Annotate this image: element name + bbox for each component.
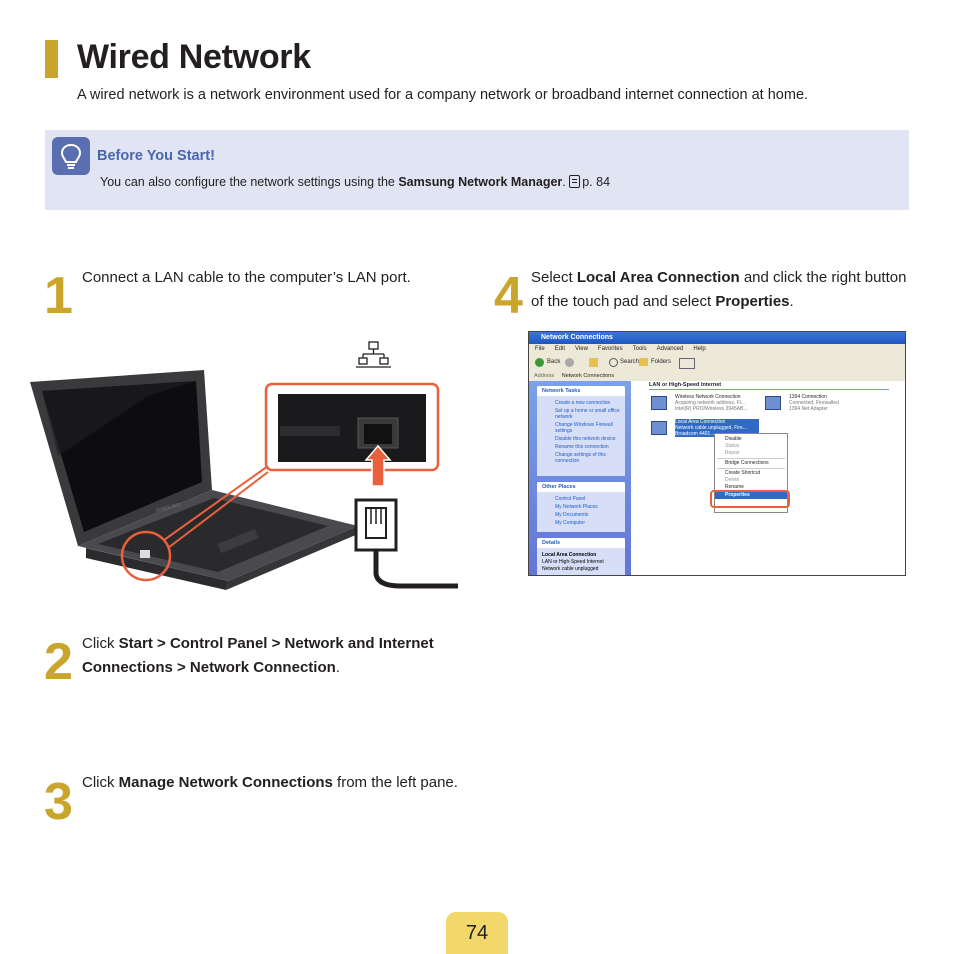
search-button[interactable]: Search bbox=[620, 359, 640, 365]
network-adapter-icon bbox=[651, 421, 667, 435]
menu-create-shortcut[interactable]: Create Shortcut bbox=[725, 470, 761, 476]
menu-properties[interactable]: Properties bbox=[715, 492, 787, 499]
menu-help[interactable]: Help bbox=[693, 346, 706, 352]
lan-device: Broadcom 4401... bbox=[675, 431, 715, 437]
menu-repair[interactable]: Repair bbox=[725, 450, 740, 456]
network-tasks-heading: Network Tasks bbox=[537, 386, 625, 396]
lan-name: Local Area Connection bbox=[675, 419, 726, 425]
page-title: Wired Network bbox=[77, 38, 311, 76]
up-folder-icon[interactable] bbox=[589, 358, 598, 367]
page-reference: p. 84 bbox=[582, 175, 611, 189]
task-change-settings[interactable]: Change settings of this connection bbox=[555, 452, 606, 464]
menu-bar: File Edit View Favorites Tools Advanced Help bbox=[529, 344, 905, 354]
details-status: Network cable unplugged bbox=[542, 566, 599, 572]
place-my-network-places[interactable]: My Network Places bbox=[555, 504, 598, 510]
firewire-name: 1394 Connection bbox=[789, 394, 827, 400]
wireless-name: Wireless Network Connection bbox=[675, 394, 741, 400]
network-tasks-panel: Network Tasks Create a new connection Se… bbox=[537, 386, 625, 476]
local-area-connection-item[interactable]: Local Area Connection Network cable unpl… bbox=[649, 419, 767, 441]
context-menu: Disable Status Repair Bridge Connections… bbox=[714, 433, 788, 513]
step-1-text: Connect a LAN cable to the computer’s LA… bbox=[82, 269, 411, 286]
menu-view[interactable]: View bbox=[575, 346, 588, 352]
group-heading: LAN or High-Speed Internet bbox=[649, 382, 722, 388]
menu-edit[interactable]: Edit bbox=[554, 346, 566, 352]
task-pane: Network Tasks Create a new connection Se… bbox=[529, 381, 631, 575]
folders-button[interactable]: Folders bbox=[651, 359, 672, 365]
step-2-text: Click Start > Control Panel > Network an… bbox=[82, 635, 434, 676]
toolbar: Back Search Folders bbox=[529, 354, 905, 373]
task-rename-connection[interactable]: Rename this connection bbox=[555, 444, 609, 450]
views-icon[interactable] bbox=[679, 358, 695, 369]
firewire-device: 1394 Net Adapter bbox=[789, 406, 828, 412]
menu-delete[interactable]: Delete bbox=[725, 477, 740, 483]
wireless-device: Intel(R) PRO/Wireless 3945AB... bbox=[675, 406, 748, 412]
before-you-start-box bbox=[45, 130, 909, 210]
title-accent-bar bbox=[45, 40, 58, 78]
details-name: Local Area Connection bbox=[542, 552, 597, 558]
window-title: Network Connections bbox=[529, 332, 905, 344]
task-disable-device[interactable]: Disable this network device bbox=[555, 436, 616, 442]
laptop-lan-illustration: SAMSUNG bbox=[30, 341, 458, 590]
menu-favorites[interactable]: Favorites bbox=[597, 346, 623, 352]
note-text: You can also configure the network setti… bbox=[100, 175, 611, 189]
network-connections-screenshot: Network Connections File Edit View Favorite… bbox=[528, 331, 906, 576]
back-icon[interactable] bbox=[535, 358, 544, 367]
search-icon[interactable] bbox=[609, 358, 618, 367]
back-button[interactable]: Back bbox=[547, 359, 561, 365]
menu-status[interactable]: Status bbox=[725, 443, 740, 449]
page-number-tab bbox=[446, 912, 508, 954]
lightbulb-icon bbox=[52, 137, 90, 175]
task-create-connection[interactable]: Create a new connection bbox=[555, 400, 611, 406]
place-control-panel[interactable]: Control Panel bbox=[555, 496, 586, 502]
lan-status: Network cable unplugged, Fire... bbox=[675, 425, 747, 431]
other-places-heading: Other Places bbox=[537, 482, 625, 492]
place-my-computer[interactable]: My Computer bbox=[555, 520, 586, 526]
address-bar: Address Network Connections bbox=[529, 372, 905, 381]
menu-file[interactable]: File bbox=[535, 346, 545, 352]
other-places-panel: Other Places Control Panel My Network Pl… bbox=[537, 482, 625, 532]
note-heading: Before You Start! bbox=[97, 148, 215, 164]
task-change-firewall[interactable]: Change Windows Firewall settings bbox=[555, 422, 613, 434]
menu-tools[interactable]: Tools bbox=[632, 346, 647, 352]
properties-highlight bbox=[710, 490, 790, 508]
step-4-text: Select Local Area Connection and click t… bbox=[531, 269, 907, 310]
folders-icon[interactable] bbox=[639, 358, 648, 366]
step-1-number: 1 bbox=[44, 267, 73, 325]
wireless-status: Acquiring network address, Fi... bbox=[675, 400, 746, 406]
network-adapter-icon bbox=[765, 396, 781, 410]
place-my-documents[interactable]: My Documents bbox=[555, 512, 589, 518]
step-2-number: 2 bbox=[44, 633, 73, 691]
menu-disable[interactable]: Disable bbox=[725, 436, 742, 442]
forward-icon[interactable] bbox=[565, 358, 574, 367]
details-heading: Details bbox=[537, 538, 625, 548]
task-setup-home-network[interactable]: Set up a home or small office network bbox=[555, 408, 620, 420]
step-3-number: 3 bbox=[44, 773, 73, 831]
manual-reference-icon bbox=[569, 175, 581, 188]
menu-advanced[interactable]: Advanced bbox=[656, 346, 684, 352]
laptop-brand-label: SAMSUNG bbox=[155, 502, 181, 514]
details-type: LAN or High-Speed Internet bbox=[542, 559, 604, 565]
details-panel: Details Local Area Connection LAN or Hig… bbox=[537, 538, 625, 575]
step-4-number: 4 bbox=[494, 267, 523, 325]
page-number: 74 bbox=[465, 922, 489, 944]
firewire-status: Connected, Firewalled bbox=[789, 400, 839, 406]
wireless-connection-item[interactable]: Wireless Network Connection Acquiring ne… bbox=[649, 394, 767, 418]
menu-bridge[interactable]: Bridge Connections bbox=[725, 460, 769, 466]
address-label: Address bbox=[534, 373, 555, 379]
connections-pane: LAN or High-Speed Internet Wireless Netw… bbox=[631, 381, 905, 575]
step-3-text: Click Manage Network Connections from th… bbox=[82, 774, 458, 791]
menu-rename[interactable]: Rename bbox=[725, 484, 744, 490]
intro-text: A wired network is a network environment… bbox=[77, 87, 809, 103]
firewire-connection-item[interactable]: 1394 Connection Connected, Firewalled 13… bbox=[763, 394, 883, 418]
address-input[interactable]: Network Connections bbox=[561, 373, 614, 379]
network-adapter-icon bbox=[651, 396, 667, 410]
